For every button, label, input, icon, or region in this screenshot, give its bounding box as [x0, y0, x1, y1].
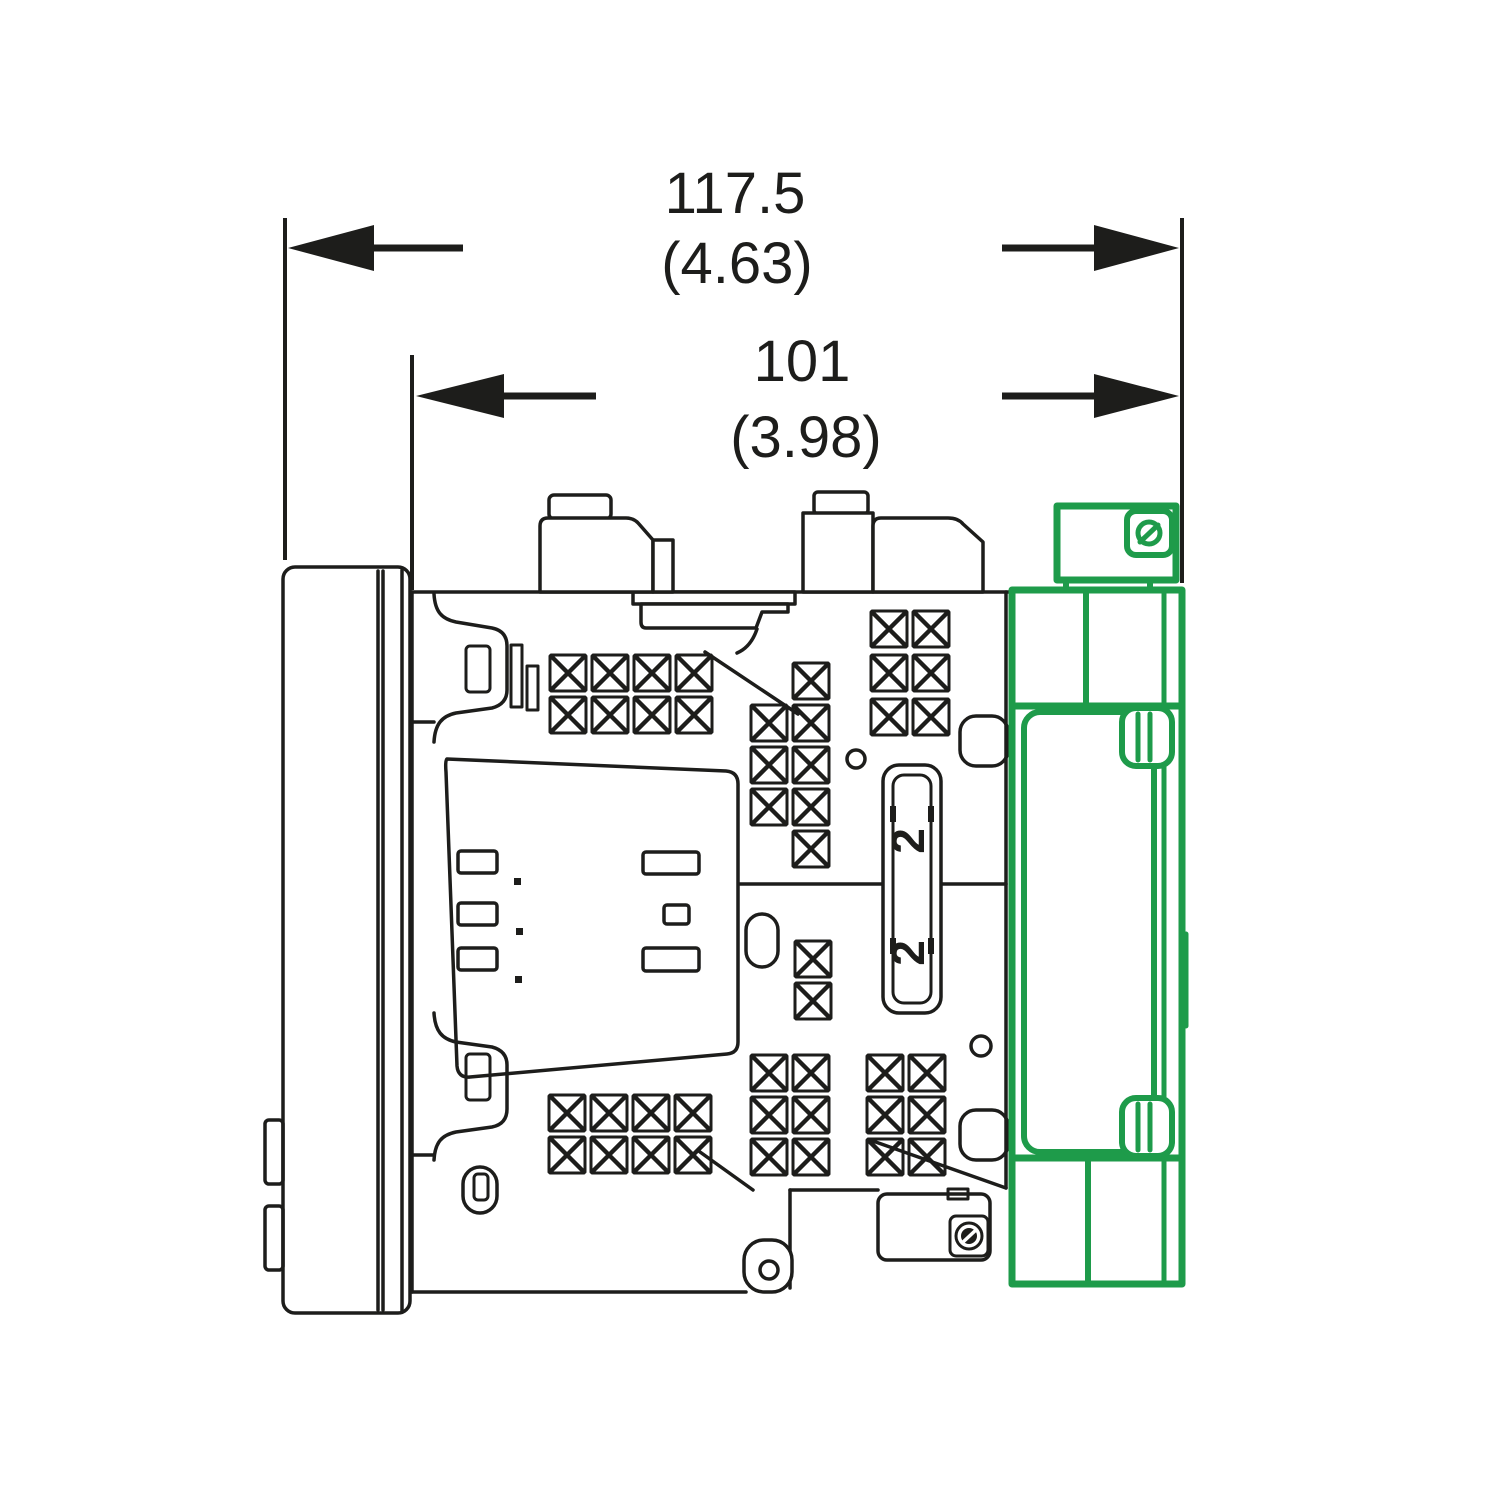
vent-grid-top-right	[869, 609, 951, 737]
device-body: 2 2	[410, 490, 1014, 1294]
connector-cap	[547, 493, 613, 521]
dimension-overall-depth: 117.5 (4.63)	[288, 161, 1179, 296]
arrowhead-left	[288, 225, 374, 271]
screw-head	[954, 1221, 984, 1251]
oval-slot	[744, 912, 780, 969]
connector-cap	[812, 490, 870, 516]
card-slot-2: 2 2	[881, 763, 943, 1015]
adapter-body	[1008, 586, 1189, 1288]
vent-grid-top-left	[548, 653, 714, 735]
dimension-body-depth: 101 (3.98)	[416, 329, 1179, 470]
dim-body-mm: 101	[754, 329, 851, 394]
round-hole	[969, 1034, 993, 1058]
vent-grid-bottom-right	[865, 1053, 947, 1177]
terminal-bar	[641, 850, 701, 876]
bezel-outline	[281, 565, 412, 1315]
arrowhead-right	[1094, 225, 1179, 271]
rail-notch	[958, 714, 1010, 768]
screw-housing	[948, 1214, 990, 1258]
adapter-top-terminal	[1053, 502, 1180, 592]
terminal-bar	[456, 946, 499, 972]
adapter-screw-housing	[1124, 508, 1175, 558]
mounting-hole	[758, 1259, 780, 1281]
rail-notch	[958, 1108, 1010, 1162]
terminal-square	[662, 903, 691, 926]
dim-body-inch: (3.98)	[730, 405, 882, 470]
slot-label-bottom: 2	[882, 940, 934, 966]
slot-label-top: 2	[882, 828, 934, 854]
bezel-side-tab	[263, 1118, 285, 1186]
adapter-inner-panel	[1021, 709, 1157, 1155]
terminal-bar	[456, 849, 499, 875]
panel-clip-top	[432, 592, 540, 744]
vent-grid-bottom-left	[547, 1093, 713, 1175]
connector-panel	[443, 757, 780, 1079]
top-connector-middle	[801, 490, 985, 594]
round-hole	[845, 748, 867, 770]
body-outline	[410, 590, 1014, 1294]
mounting-ear	[742, 1238, 794, 1294]
arrowhead-left	[416, 374, 504, 418]
adapter-notch-top	[1119, 705, 1175, 769]
screw-terminal-block	[876, 1187, 992, 1262]
bezel-side-tab	[263, 1204, 285, 1272]
adapter-notch-bottom	[1119, 1095, 1175, 1159]
front-bezel	[263, 565, 412, 1315]
vent-grid-mid-lower	[793, 939, 833, 1021]
terminal-bar	[641, 946, 701, 973]
vent-grid-mid-upper	[749, 661, 831, 869]
dim-overall-inch: (4.63)	[661, 231, 813, 296]
adapter-screw-head	[1135, 519, 1163, 547]
top-connector-left	[538, 493, 675, 594]
top-rail-bar	[631, 590, 797, 655]
vent-grid-bottom-mid	[749, 1053, 831, 1177]
terminal-bar	[456, 901, 499, 927]
dim-overall-mm: 117.5	[665, 161, 806, 226]
arrowhead-right	[1094, 374, 1179, 418]
din-rail-adapter	[1008, 502, 1189, 1288]
panel-clip-bottom	[432, 1011, 509, 1215]
dimension-annotations: 117.5 (4.63) 101 (3.98)	[283, 161, 1184, 590]
